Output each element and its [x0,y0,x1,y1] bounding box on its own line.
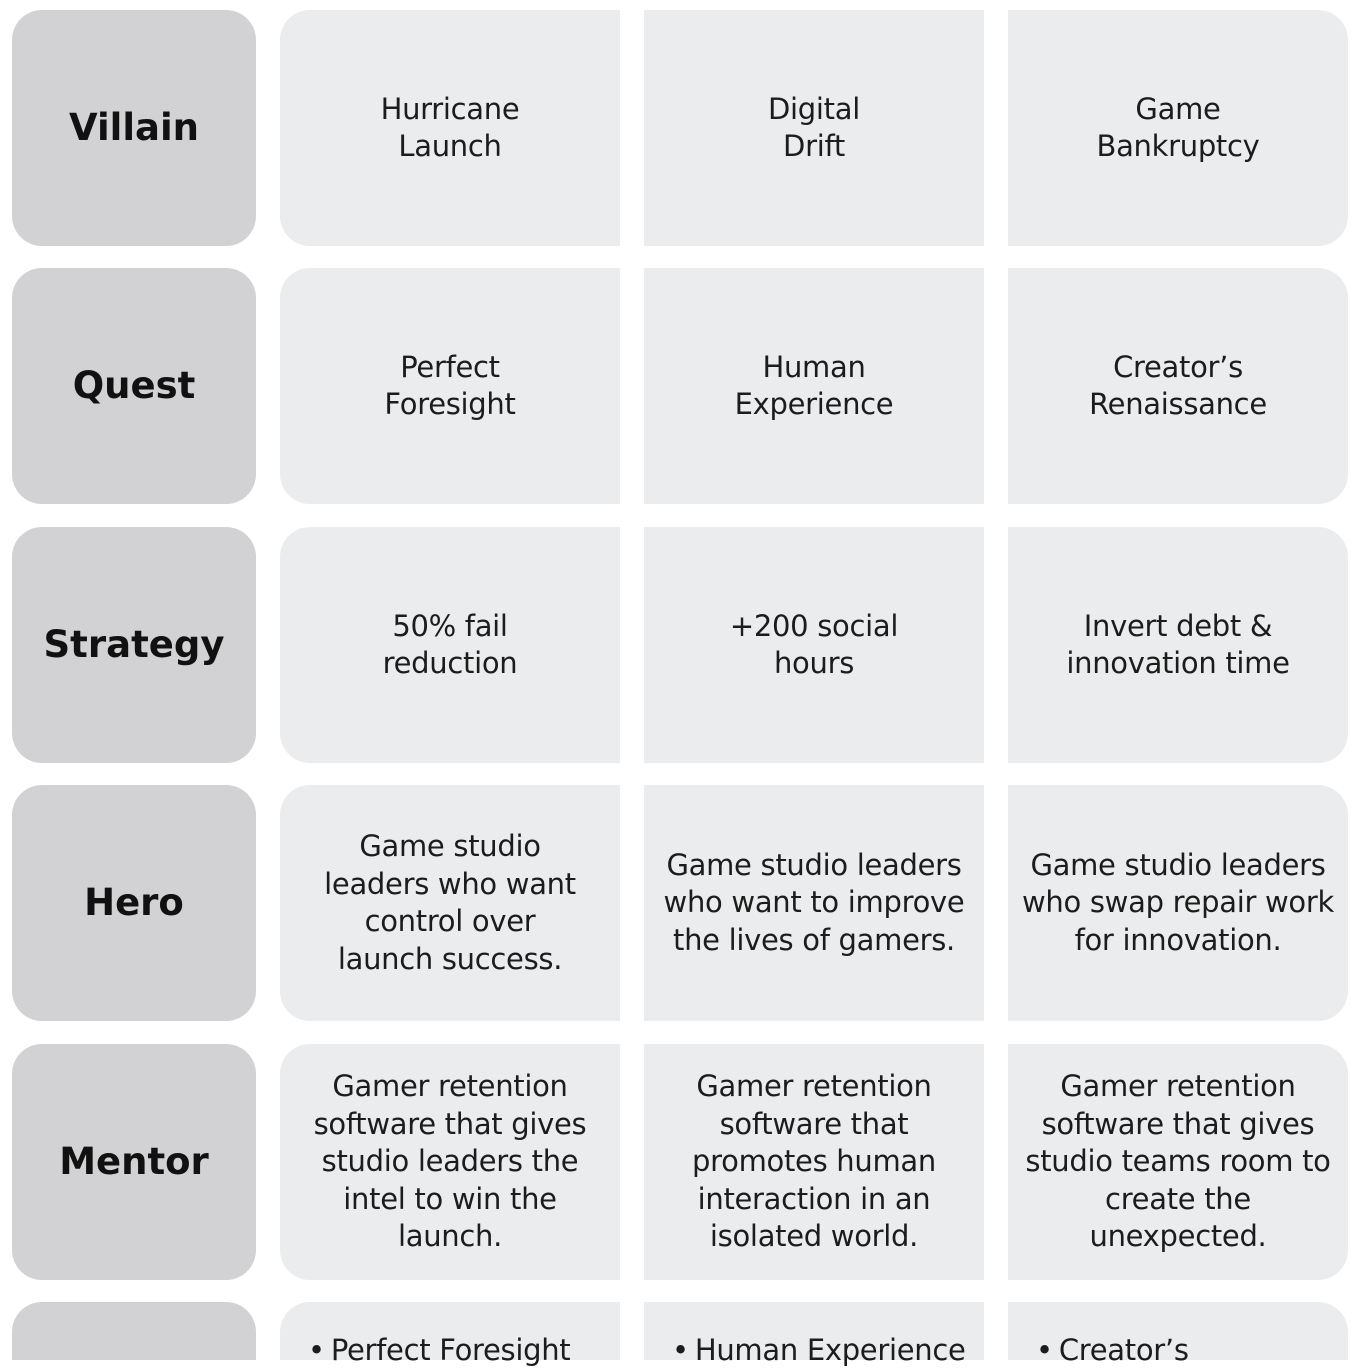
bullet-item: Creator’s [1036,1332,1189,1370]
row-label-strategy: Strategy [12,527,256,763]
bullet-cell: Creator’s [1008,1302,1348,1367]
row-label-villain: Villain [12,10,256,246]
grid-cell: +200 social hours [644,527,984,763]
grid-cell: Perfect Foresight [280,268,620,504]
grid-cell: Creator’s Renaissance [1008,268,1348,504]
row-label-partial [12,1302,256,1360]
row-label-quest: Quest [12,268,256,504]
grid-cell: Game studio leaders who want control ove… [280,785,620,1021]
row-label-hero: Hero [12,785,256,1021]
grid-cell: Gamer retention software that gives stud… [1008,1044,1348,1280]
grid-cell: Gamer retention software that promotes h… [644,1044,984,1280]
grid-cell: 50% fail reduction [280,527,620,763]
grid-cell: Gamer retention software that gives stud… [280,1044,620,1280]
bullet-item: Human Experience [672,1332,966,1370]
grid-cell: Invert debt & innovation time [1008,527,1348,763]
grid-cell: Human Experience [644,268,984,504]
bullet-cell: Perfect Foresight [280,1302,620,1367]
row-label-mentor: Mentor [12,1044,256,1280]
grid-cell: Digital Drift [644,10,984,246]
grid-cell: Game studio leaders who swap repair work… [1008,785,1348,1021]
bullet-cell: Human Experience [644,1302,984,1367]
grid-cell: Game studio leaders who want to improve … [644,785,984,1021]
bullet-item: Perfect Foresight [308,1332,571,1370]
grid-cell: Game Bankruptcy [1008,10,1348,246]
grid-cell: Hurricane Launch [280,10,620,246]
